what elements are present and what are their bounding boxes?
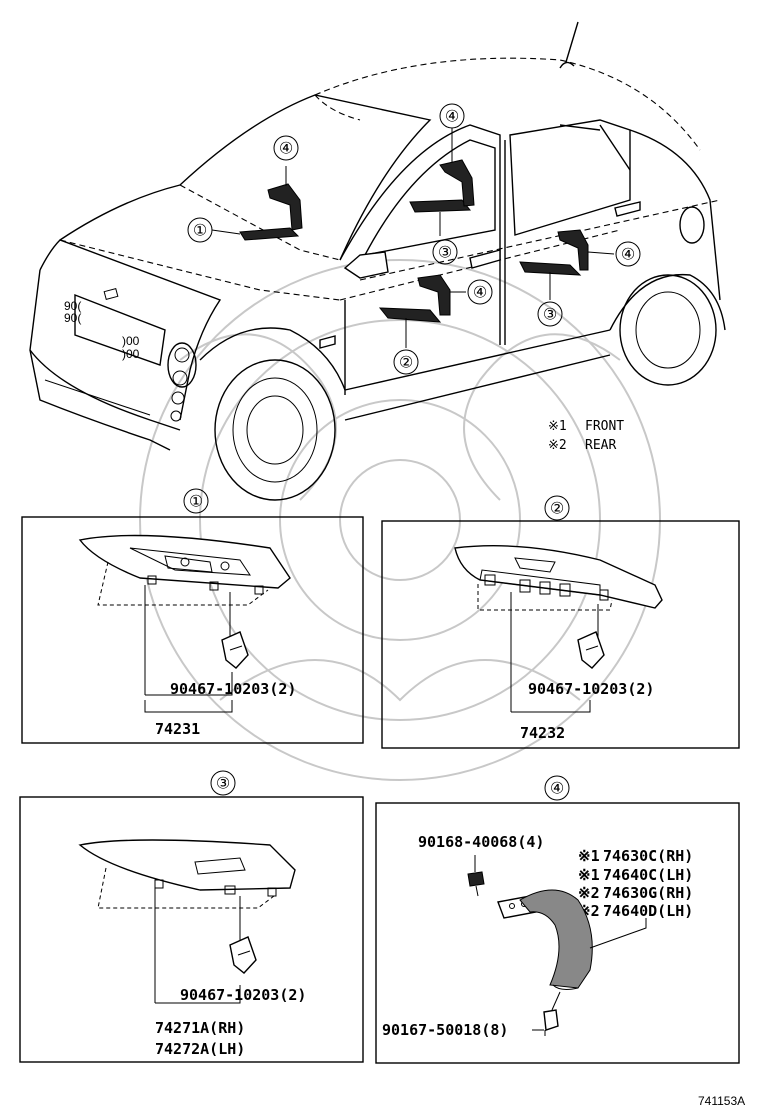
callout-4-rear-right: ④ — [615, 241, 641, 267]
panel-3-title: ③ — [216, 774, 230, 793]
panel-3: ③ 90467-10203(2) 74271A(RH) 74272A(LH) — [19, 770, 364, 1063]
panel-4-part-2: ※1 — [578, 866, 600, 884]
panel-1: ① 90467-10203(2) 74231 — [21, 488, 364, 744]
svg-text:④: ④ — [621, 245, 635, 264]
panel-4-title: ④ — [550, 779, 564, 798]
svg-text:①: ① — [193, 221, 207, 240]
svg-text:90(: 90( — [64, 311, 81, 325]
panel-1-title: ① — [189, 492, 203, 511]
panel-2: ② 90467-10203(2) 74232 — [381, 495, 740, 749]
callout-4-rear-left: ④ — [467, 279, 493, 305]
vehicle-illustration: 90( 90( )00 )00 — [29, 21, 726, 501]
svg-text:)00: )00 — [122, 334, 140, 348]
panel-3-part-lh: 74272A(LH) — [155, 1040, 245, 1058]
svg-text:③: ③ — [543, 305, 557, 324]
callout-2-front-left-door: ② — [393, 349, 419, 375]
callout-4-front-left: ④ — [273, 135, 299, 161]
svg-text:②: ② — [399, 353, 413, 372]
panel-4-part-4-number: 74640D(LH) — [603, 902, 693, 920]
panel-2-part-number: 74232 — [520, 724, 565, 742]
panel-1-part-number: 74231 — [155, 720, 200, 738]
svg-text:④: ④ — [279, 139, 293, 158]
svg-text:90(: 90( — [64, 299, 81, 313]
legend-front-mark: ※1 — [548, 419, 567, 434]
svg-text:④: ④ — [445, 107, 459, 126]
panel-4-clip-label: 90167-50018(8) — [382, 1021, 508, 1039]
callout-4-front-right: ④ — [439, 103, 465, 129]
panel-2-fastener-label: 90467-10203(2) — [528, 680, 654, 698]
legend-rear-label: REAR — [585, 438, 616, 453]
callout-3-front-right: ③ — [432, 239, 458, 265]
panel-4-screw-label: 90168-40068(4) — [418, 833, 544, 851]
panel-4-part-1-number: 74630C(RH) — [603, 847, 693, 865]
panel-4: ④ 90168-40068(4) ※1 74630C(RH) ※1 74640C… — [375, 775, 740, 1064]
watermark-emblem — [139, 259, 661, 781]
panel-3-part-rh: 74271A(RH) — [155, 1019, 245, 1037]
callout-1-windshield-area: ① — [187, 217, 213, 243]
vehicle-callouts: ① ④ ④ ③ ④ ② ③ ④ — [187, 103, 641, 375]
legend-front-label: FRONT — [585, 419, 624, 434]
panel-4-part-3-number: 74630G(RH) — [603, 884, 693, 902]
diagram-reference-number: 741153A — [698, 1094, 745, 1108]
svg-text:)00: )00 — [122, 347, 140, 361]
panel-4-part-2-number: 74640C(LH) — [603, 866, 693, 884]
svg-text:③: ③ — [438, 243, 452, 262]
svg-text:④: ④ — [473, 283, 487, 302]
panel-4-part-3: ※2 — [578, 884, 600, 902]
callout-3-rear-left: ③ — [537, 301, 563, 327]
panel-1-fastener-label: 90467-10203(2) — [170, 680, 296, 698]
legend: ※1 FRONT ※2 REAR — [548, 419, 624, 453]
legend-rear-mark: ※2 — [548, 438, 567, 453]
panel-3-fastener-label: 90467-10203(2) — [180, 986, 306, 1004]
panel-2-title: ② — [550, 499, 564, 518]
panel-4-part-1: ※1 — [578, 847, 600, 865]
